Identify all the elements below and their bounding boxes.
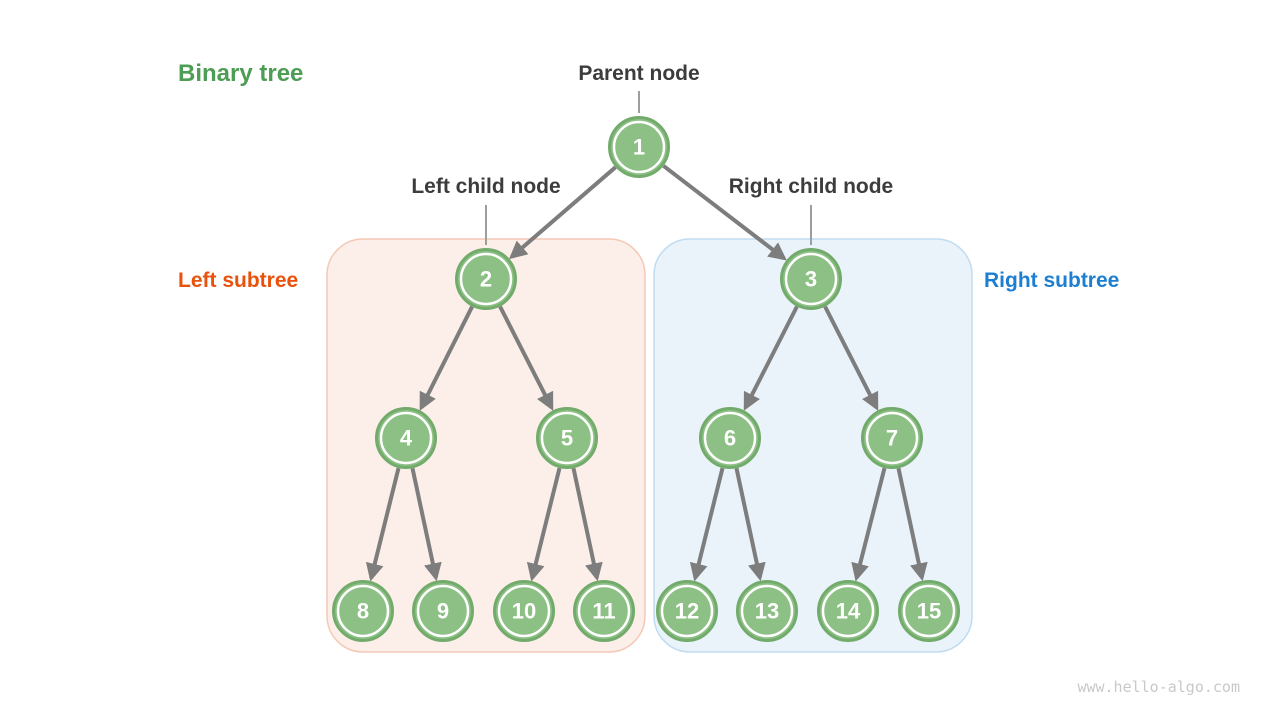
- right-subtree-box: [653, 238, 973, 653]
- tree-node-12: 12: [656, 580, 718, 642]
- node-value: 11: [592, 599, 615, 624]
- tree-node-14: 14: [817, 580, 879, 642]
- tree-edges: [365, 164, 928, 582]
- edge-4-9: [410, 467, 442, 582]
- node-value: 14: [836, 599, 861, 624]
- edge-3-7: [823, 305, 879, 411]
- tree-node-6: 6: [699, 407, 761, 469]
- tree-node-9: 9: [412, 580, 474, 642]
- tree-node-15: 15: [898, 580, 960, 642]
- edge-5-10: [526, 467, 562, 582]
- edge-3-6: [743, 305, 799, 411]
- node-value: 1: [633, 135, 645, 160]
- left-child-node-label: Left child node: [411, 175, 560, 198]
- tree-node-11: 11: [573, 580, 635, 642]
- edge-4-8: [365, 467, 401, 582]
- node-value: 15: [917, 599, 941, 624]
- right-subtree-label: Right subtree: [984, 269, 1119, 292]
- tree-node-7: 7: [861, 407, 923, 469]
- tree-node-3: 3: [780, 248, 842, 310]
- edge-1-2: [508, 165, 617, 260]
- edge-1-3: [662, 164, 787, 261]
- left-subtree-label: Left subtree: [178, 269, 298, 292]
- node-value: 5: [561, 426, 573, 451]
- tree-node-4: 4: [375, 407, 437, 469]
- node-value: 6: [724, 426, 736, 451]
- edge-5-11: [571, 467, 603, 582]
- parent-node-label: Parent node: [578, 62, 699, 85]
- node-value: 13: [755, 599, 779, 624]
- node-value: 2: [480, 267, 492, 292]
- node-value: 4: [400, 426, 413, 451]
- watermark: www.hello-algo.com: [1077, 678, 1240, 696]
- node-value: 10: [512, 599, 536, 624]
- edge-6-13: [734, 467, 766, 582]
- tree-node-5: 5: [536, 407, 598, 469]
- edge-2-5: [498, 305, 554, 411]
- tree-node-13: 13: [736, 580, 798, 642]
- node-value: 9: [437, 599, 449, 624]
- tree-node-1: 1: [608, 116, 670, 178]
- tree-node-2: 2: [455, 248, 517, 310]
- node-value: 7: [886, 426, 898, 451]
- edge-7-14: [851, 467, 887, 582]
- node-value: 12: [675, 599, 699, 624]
- edge-6-12: [689, 467, 725, 582]
- tree-node-10: 10: [493, 580, 555, 642]
- tree-nodes: 1 2 3 4 5 6 7 8: [332, 116, 960, 642]
- edge-2-4: [419, 305, 474, 411]
- right-child-node-label: Right child node: [729, 175, 893, 198]
- node-value: 3: [805, 267, 817, 292]
- edge-7-15: [896, 467, 928, 582]
- node-value: 8: [357, 599, 369, 624]
- diagram-title: Binary tree: [178, 60, 303, 87]
- tree-node-8: 8: [332, 580, 394, 642]
